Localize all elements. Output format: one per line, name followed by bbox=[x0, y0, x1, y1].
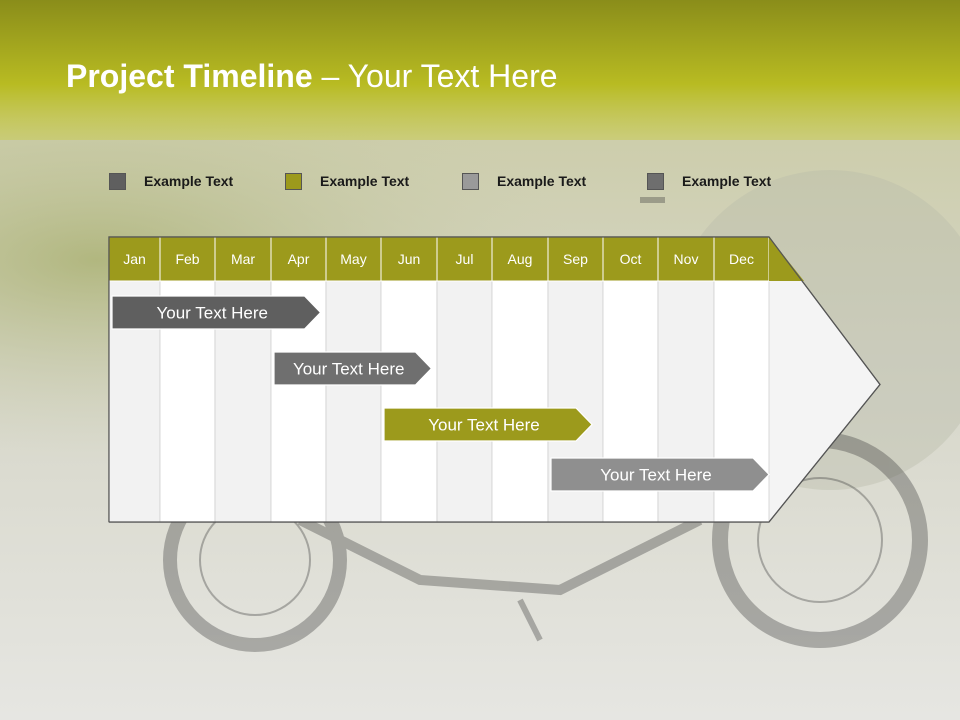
task-arrow-1 bbox=[111, 295, 322, 330]
legend-swatch-4 bbox=[647, 172, 664, 190]
month-column bbox=[380, 280, 438, 523]
task-label-2: Your Text Here bbox=[293, 360, 405, 379]
month-label: Jun bbox=[398, 251, 421, 267]
legend-item-2: Example Text bbox=[285, 171, 409, 191]
task-arrow-3 bbox=[383, 407, 593, 442]
month-label: Jul bbox=[456, 251, 474, 267]
timeline-outline bbox=[108, 236, 881, 523]
task-arrow-4 bbox=[550, 457, 770, 492]
legend-label-4: Example Text bbox=[682, 173, 772, 189]
month-label: Nov bbox=[674, 251, 699, 267]
legend-label-2: Example Text bbox=[320, 173, 410, 189]
page-title: Project Timeline – Your Text Here bbox=[66, 58, 558, 95]
month-header-cell bbox=[380, 236, 438, 282]
month-label: Mar bbox=[231, 251, 255, 267]
legend-item-4: Example Text bbox=[647, 171, 771, 191]
legend-swatch-1 bbox=[109, 172, 126, 190]
task-label-3: Your Text Here bbox=[428, 416, 540, 435]
month-label: Jan bbox=[123, 251, 146, 267]
month-label: Feb bbox=[175, 251, 199, 267]
month-header-cell bbox=[657, 236, 715, 282]
month-label: Aug bbox=[508, 251, 533, 267]
legend-item-3: Example Text bbox=[462, 171, 586, 191]
month-column bbox=[491, 280, 549, 523]
legend-item-1: Example Text bbox=[109, 171, 233, 191]
legend-label-1: Example Text bbox=[144, 173, 234, 189]
month-header-cell bbox=[491, 236, 549, 282]
month-label: Dec bbox=[729, 251, 754, 267]
legend-swatch-3 bbox=[462, 172, 479, 190]
title-rest: – Your Text Here bbox=[312, 58, 558, 94]
task-arrow-2 bbox=[273, 351, 433, 386]
month-column bbox=[325, 280, 382, 523]
legend-swatch-2 bbox=[285, 172, 302, 190]
month-header-cell bbox=[270, 236, 327, 282]
title-bold: Project Timeline bbox=[66, 58, 313, 94]
month-label: Oct bbox=[620, 251, 642, 267]
task-label-4: Your Text Here bbox=[600, 466, 712, 485]
task-label-1: Your Text Here bbox=[156, 304, 268, 323]
month-label: May bbox=[340, 251, 366, 267]
month-label: Apr bbox=[288, 251, 310, 267]
legend-label-3: Example Text bbox=[497, 173, 587, 189]
month-column bbox=[436, 280, 493, 523]
month-label: Sep bbox=[563, 251, 588, 267]
